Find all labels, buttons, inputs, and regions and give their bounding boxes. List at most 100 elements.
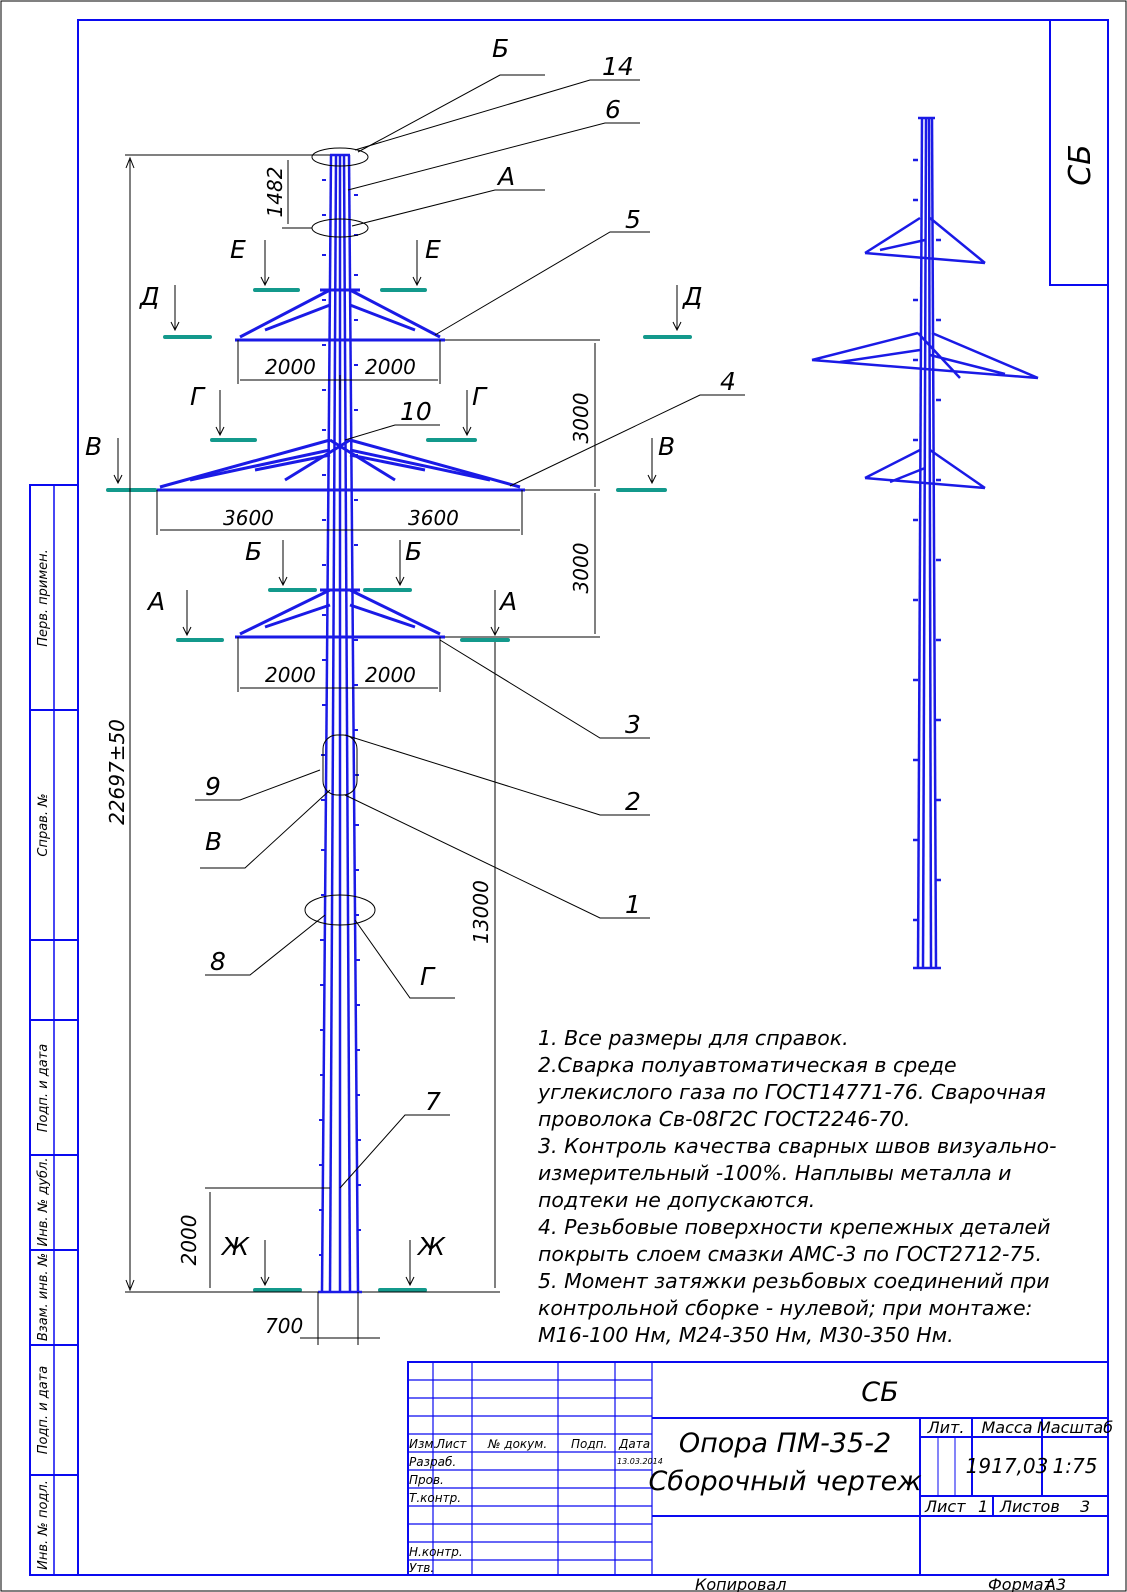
tb-h-izm: Изм.	[409, 1437, 437, 1451]
view-letter-a-top: А	[496, 162, 515, 191]
tower-side-view	[811, 116, 1039, 970]
note-line-11: контрольной сборке - нулевой; при монтаж…	[538, 1296, 1032, 1320]
dim-3600-left: 3600	[223, 506, 274, 530]
tb-title-line2: Сборочный чертеж	[648, 1466, 922, 1497]
view-letter-a-left: А	[146, 587, 165, 616]
view-letter-e-right: Е	[425, 235, 441, 264]
view-letters: Б А Е Е Д Д Г Г В В Б Б А А В Г Ж Ж	[85, 34, 703, 1261]
pos-10: 10	[400, 397, 432, 426]
footer-format: А3	[1044, 1575, 1066, 1592]
dimension-texts: 1482 2000 2000 3600 3600 3000 3000 2000 …	[105, 167, 593, 1338]
view-letter-v-left: В	[85, 432, 102, 461]
view-letter-v-detail: В	[205, 827, 222, 856]
tb-mass-label: Масса	[981, 1418, 1032, 1437]
view-letter-d-left: Д	[139, 282, 160, 311]
pos-3: 3	[625, 710, 641, 739]
dim-13000: 13000	[469, 880, 493, 944]
detail-b-ellipse	[311, 147, 369, 167]
pos-5: 5	[625, 205, 641, 234]
pos-14: 14	[602, 52, 634, 81]
footer-format-label: Формат	[988, 1575, 1054, 1592]
dim-3000-upper: 3000	[569, 393, 593, 444]
pos-1: 1	[625, 890, 641, 919]
tb-scale: 1:75	[1053, 1454, 1098, 1478]
tb-code: СБ	[861, 1377, 898, 1408]
tower-front-view	[155, 147, 525, 1294]
note-line-10: 5. Момент затяжки резьбовых соединений п…	[538, 1269, 1050, 1293]
tb-sheets-label: Листов	[999, 1497, 1060, 1516]
side-label-vzam-inv: Взам. инв. №	[36, 1253, 51, 1341]
tb-sheet-no: 1	[978, 1497, 988, 1516]
note-line-9: покрыть слоем смазки АМС-3 по ГОСТ2712-7…	[538, 1242, 1042, 1266]
sheet-code-rotated: СБ	[1063, 144, 1098, 186]
pos-9: 9	[205, 772, 221, 801]
tb-date-value: 13.03.2014	[617, 1457, 663, 1466]
note-line-4: проволока Св-08Г2С ГОСТ2246-70.	[538, 1107, 910, 1131]
view-letter-b-right: Б	[405, 537, 422, 566]
tb-row-razrab: Разраб.	[409, 1455, 456, 1469]
tb-row-nkontr: Н.контр.	[409, 1545, 463, 1559]
view-letter-a-right: А	[498, 587, 517, 616]
tb-scale-label: Масштаб	[1037, 1418, 1113, 1437]
dim-1482: 1482	[263, 167, 287, 218]
view-letter-d-right: Д	[682, 282, 703, 311]
tb-sheets-total: 3	[1080, 1497, 1090, 1516]
position-leaders	[195, 74, 745, 1189]
dim-2000-upper-right: 2000	[365, 355, 416, 379]
side-label-inv-podl: Инв. № подл.	[36, 1480, 51, 1570]
tb-h-sign: Подп.	[571, 1437, 607, 1451]
tb-h-doc: № докум.	[487, 1437, 547, 1451]
view-letter-g-right: Г	[472, 382, 488, 411]
dim-22697: 22697±50	[105, 719, 129, 825]
crossarm-upper	[235, 288, 445, 342]
note-line-1: 1. Все размеры для справок.	[538, 1026, 849, 1050]
note-line-12: М16-100 Нм, М24-350 Нм, М30-350 Нм.	[538, 1323, 954, 1347]
view-letter-e-left: Е	[230, 235, 246, 264]
side-label-sprav: Справ. №	[36, 793, 51, 856]
tb-lit-label: Лит.	[927, 1418, 965, 1437]
dimension-lines	[125, 154, 600, 1345]
side-margin	[29, 484, 79, 1576]
dim-3000-lower: 3000	[569, 543, 593, 594]
pos-7: 7	[425, 1087, 441, 1116]
view-letter-g-left: Г	[190, 382, 206, 411]
side-label-inv-dubl: Инв. № дубл.	[36, 1158, 51, 1247]
dim-700: 700	[265, 1314, 303, 1338]
note-line-7: подтеки не допускаются.	[538, 1188, 815, 1212]
note-line-3: углекислого газа по ГОСТ14771-76. Свароч…	[537, 1080, 1046, 1104]
dim-2000-lower-left: 2000	[265, 663, 316, 687]
tb-mass: 1917,03	[966, 1454, 1049, 1478]
pos-4: 4	[720, 367, 736, 396]
technical-notes: 1. Все размеры для справок. 2.Сварка пол…	[537, 1026, 1057, 1347]
footer-copied: Копировал	[695, 1575, 786, 1592]
detail-g-ellipse	[304, 894, 376, 926]
tb-h-list: Лист	[435, 1437, 467, 1451]
view-letter-b-left: Б	[245, 537, 262, 566]
view-letter-g-detail: Г	[420, 962, 436, 991]
pos-8: 8	[210, 947, 226, 976]
crossarm-lower	[235, 588, 445, 639]
note-line-8: 4. Резьбовые поверхности крепежных детал…	[538, 1215, 1050, 1239]
detail-v-ellipse	[322, 734, 358, 796]
dim-2000-upper-left: 2000	[265, 355, 316, 379]
view-letter-zh-left: Ж	[220, 1232, 250, 1261]
view-letter-zh-right: Ж	[416, 1232, 446, 1261]
dim-3600-right: 3600	[408, 506, 459, 530]
side-label-podp-data-2: Подп. и дата	[36, 1366, 51, 1455]
note-line-2: 2.Сварка полуавтоматическая в среде	[538, 1053, 957, 1077]
view-letter-v-right: В	[658, 432, 675, 461]
note-line-6: измерительный -100%. Наплывы металла и	[538, 1161, 1011, 1185]
side-label-perv-primen: Перв. примен.	[36, 549, 51, 647]
side-label-podp-data-1: Подп. и дата	[36, 1044, 51, 1133]
crossarm-middle	[155, 438, 525, 492]
pos-2: 2	[625, 787, 641, 816]
view-letter-b-top: Б	[492, 34, 509, 63]
pos-6: 6	[605, 95, 621, 124]
position-numbers: 14 6 5 4 10 3 2 1 9 8 7	[205, 52, 736, 1116]
note-line-5: 3. Контроль качества сварных швов визуал…	[538, 1134, 1057, 1158]
section-marks	[106, 240, 692, 1292]
pole-shaft	[318, 153, 362, 1294]
tb-row-prov: Пров.	[409, 1473, 444, 1487]
tb-title-line1: Опора ПМ-35-2	[679, 1428, 891, 1459]
